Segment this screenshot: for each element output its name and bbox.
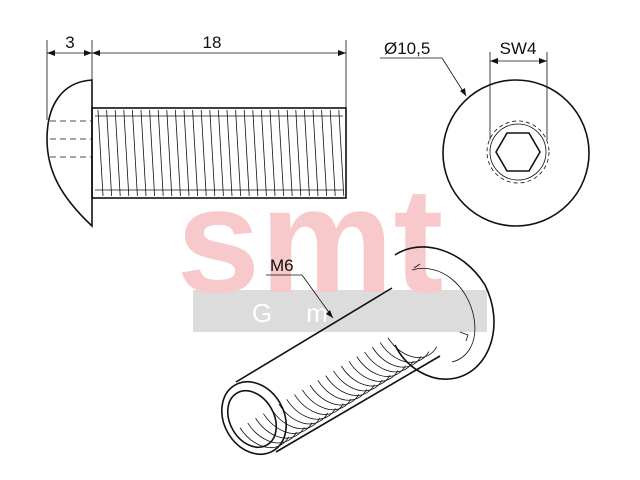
- thread-ring: [301, 333, 363, 406]
- iso-head-notch: [413, 263, 469, 342]
- iso-shank-top-edge: [235, 287, 393, 383]
- thread-hatching: [97, 109, 345, 197]
- thread-line: [295, 109, 302, 197]
- thread-ring: [340, 309, 402, 382]
- thread-line: [183, 109, 190, 197]
- thread-line: [329, 109, 336, 197]
- thread-ring: [247, 366, 309, 439]
- dimension-arrow: [539, 58, 547, 64]
- thread-line: [200, 109, 207, 197]
- thread-ring: [309, 328, 371, 401]
- side-view: 3 18: [46, 33, 347, 228]
- dimension-arrow: [490, 58, 498, 64]
- thread-ring: [363, 295, 425, 368]
- head-outer-circle: [442, 79, 590, 227]
- thread-line: [321, 109, 327, 197]
- thread-line: [209, 109, 216, 197]
- iso-thread-rings: [231, 286, 441, 448]
- thread-ring: [270, 352, 332, 425]
- dim-head-diameter: Ø10,5: [384, 39, 430, 58]
- socket-circle: [489, 123, 547, 181]
- hex-socket: [495, 132, 541, 172]
- watermark-band: [193, 290, 487, 332]
- thread-line: [243, 109, 250, 197]
- dimension-arrow: [84, 50, 92, 56]
- thread-ring: [356, 300, 418, 373]
- thread-line: [106, 109, 112, 197]
- leader-arrow: [460, 88, 466, 96]
- iso-head-outline: [394, 246, 495, 380]
- thread-ring: [371, 290, 433, 363]
- dim-hex-socket: SW4: [500, 39, 537, 58]
- leader-line: [441, 57, 467, 97]
- thread-ring: [231, 376, 293, 448]
- thread-line: [252, 109, 259, 197]
- thread-ring: [239, 371, 301, 444]
- watermark-sub-g: G: [252, 298, 274, 328]
- thread-line: [157, 109, 164, 197]
- isometric-view: M6: [221, 246, 495, 455]
- dim-head-height: 3: [65, 33, 74, 52]
- dimension-arrow: [47, 50, 55, 56]
- thread-line: [269, 109, 276, 197]
- dimension-arrow: [338, 50, 346, 56]
- thread-ring: [317, 323, 379, 396]
- thread-line: [226, 109, 233, 197]
- end-view: SW4 Ø10,5: [380, 39, 590, 227]
- thread-line: [235, 109, 241, 197]
- screw-shank-outline: [91, 107, 347, 199]
- thread-line: [175, 109, 181, 197]
- thread-line: [278, 109, 284, 197]
- thread-line: [114, 109, 121, 197]
- iso-shank-bottom-edge: [275, 355, 441, 453]
- dimension-arrow: [92, 50, 100, 56]
- thread-ring: [379, 286, 441, 358]
- screw-head-profile: [46, 79, 93, 228]
- thread-line: [149, 109, 155, 197]
- dim-thread-length: 18: [203, 33, 222, 52]
- leader-arrow: [326, 310, 333, 318]
- dim-thread-size: M6: [270, 256, 294, 275]
- thread-line: [97, 109, 104, 197]
- thread-line: [286, 109, 293, 197]
- thread-ring: [262, 357, 324, 430]
- thread-ring: [332, 314, 394, 387]
- thread-line: [166, 109, 173, 197]
- thread-line: [218, 109, 224, 197]
- thread-ring: [348, 304, 410, 377]
- thread-line: [192, 109, 198, 197]
- leader-line: [301, 274, 334, 319]
- socket-dashed-circle: [486, 120, 550, 184]
- iso-thread-end-inner: [226, 389, 278, 449]
- thread-ring: [278, 347, 340, 420]
- iso-thread-end-outer: [221, 381, 287, 455]
- thread-line: [123, 109, 130, 197]
- thread-ring: [324, 319, 387, 392]
- watermark-logo-letters: smt: [177, 156, 444, 324]
- thread-line: [140, 109, 147, 197]
- thread-ring: [254, 361, 316, 434]
- thread-ring: [285, 342, 348, 415]
- iso-head-inner: [411, 268, 476, 363]
- thread-line: [312, 109, 319, 197]
- thread-line: [304, 109, 310, 197]
- thread-line: [132, 109, 138, 197]
- thread-line: [338, 109, 345, 197]
- thread-ring: [293, 338, 355, 411]
- watermark: smt G m: [177, 156, 487, 332]
- watermark-sub-m: m: [306, 298, 330, 328]
- thread-line: [261, 109, 267, 197]
